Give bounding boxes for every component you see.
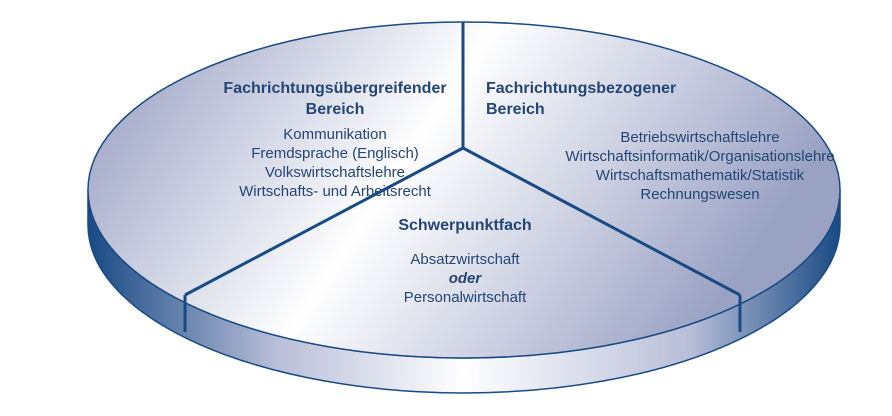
segment-item: Fremdsprache (Englisch) (251, 145, 419, 162)
divider-left (184, 146, 464, 297)
segment-item: Betriebswirtschaftslehre (620, 129, 780, 146)
segment-focus: Schwerpunktfach Absatzwirtschaft oder Pe… (365, 215, 565, 307)
segment-item: Absatzwirtschaft (410, 251, 520, 268)
segment-item: Personalwirtschaft (403, 289, 527, 306)
segment-item: Wirtschaftsinformatik/Organisationslehre (565, 148, 835, 165)
segment-item: Wirtschafts- und Arbeitsrecht (239, 183, 431, 200)
segment-specific-title: Fachrichtungsbezogener Bereich (486, 78, 676, 120)
segment-title: Bereich (305, 101, 365, 118)
segment-title: Fachrichtungsübergreifender (223, 80, 447, 97)
segment-item: Wirtschaftsmathematik/Statistik (595, 167, 805, 184)
segment-general: Fachrichtungsübergreifender Bereich Komm… (195, 78, 475, 201)
segment-title: Bereich (486, 101, 545, 118)
segment-item: Kommunikation (283, 126, 387, 143)
segment-item: Rechnungswesen (640, 186, 760, 203)
segment-specific-items: Betriebswirtschaftslehre Wirtschaftsinfo… (520, 128, 880, 204)
divider-right (462, 146, 741, 297)
segment-title: Schwerpunktfach (398, 217, 532, 234)
segment-title: Fachrichtungsbezogener (486, 80, 677, 97)
segment-item: Volkswirtschaftslehre (264, 164, 406, 181)
segment-item-or: oder (448, 270, 482, 287)
